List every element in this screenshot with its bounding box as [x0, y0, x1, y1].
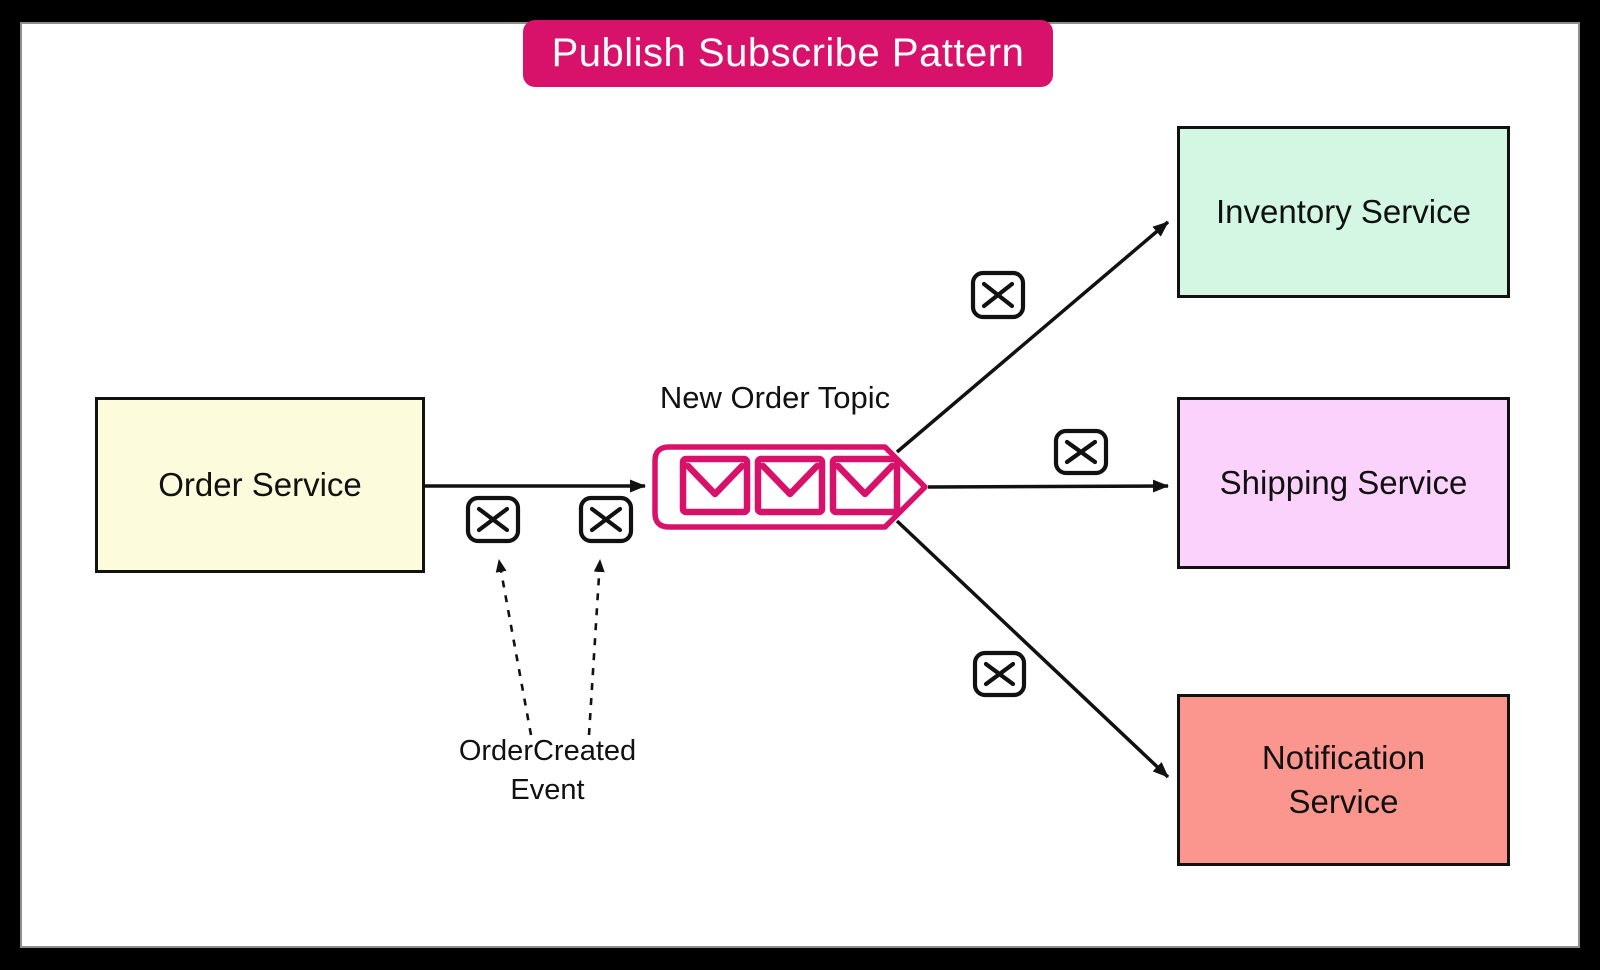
message-envelope-icon-notification: [972, 650, 1027, 698]
message-envelope-icon-shipping: [1053, 428, 1109, 476]
subscribe-arrow-shipping: [927, 479, 1169, 493]
message-envelope-icon-inventory: [970, 270, 1026, 320]
event-label: OrderCreated Event: [458, 735, 637, 807]
shipping-label: Shipping Service: [1219, 464, 1468, 502]
topic-envelope-icon-1: [679, 455, 751, 516]
publisher-node-order-service: Order Service: [95, 397, 425, 573]
diagram-title: Publish Subscribe Pattern: [523, 20, 1053, 87]
topic-shape: [652, 444, 928, 530]
event-callout-arrow-right: [587, 559, 605, 736]
message-envelope-icon-publish-2: [578, 495, 634, 544]
topic-envelope-icon-2: [754, 455, 826, 516]
subscribe-arrow-inventory: [895, 220, 1170, 454]
subscriber-node-shipping-service: Shipping Service: [1177, 397, 1510, 569]
message-envelope-icon-publish-1: [465, 495, 521, 544]
topic-envelope-icon-3: [829, 455, 901, 516]
publisher-label: Order Service: [158, 466, 362, 504]
topic-label: New Order Topic: [659, 380, 891, 415]
notification-label: Notification Service: [1261, 739, 1426, 820]
event-callout-arrow-left: [495, 559, 533, 736]
subscriber-node-notification-service: Notification Service: [1177, 694, 1510, 866]
inventory-label: Inventory Service: [1216, 193, 1471, 231]
subscribe-arrow-notification: [895, 519, 1170, 779]
subscriber-node-inventory-service: Inventory Service: [1177, 126, 1510, 298]
